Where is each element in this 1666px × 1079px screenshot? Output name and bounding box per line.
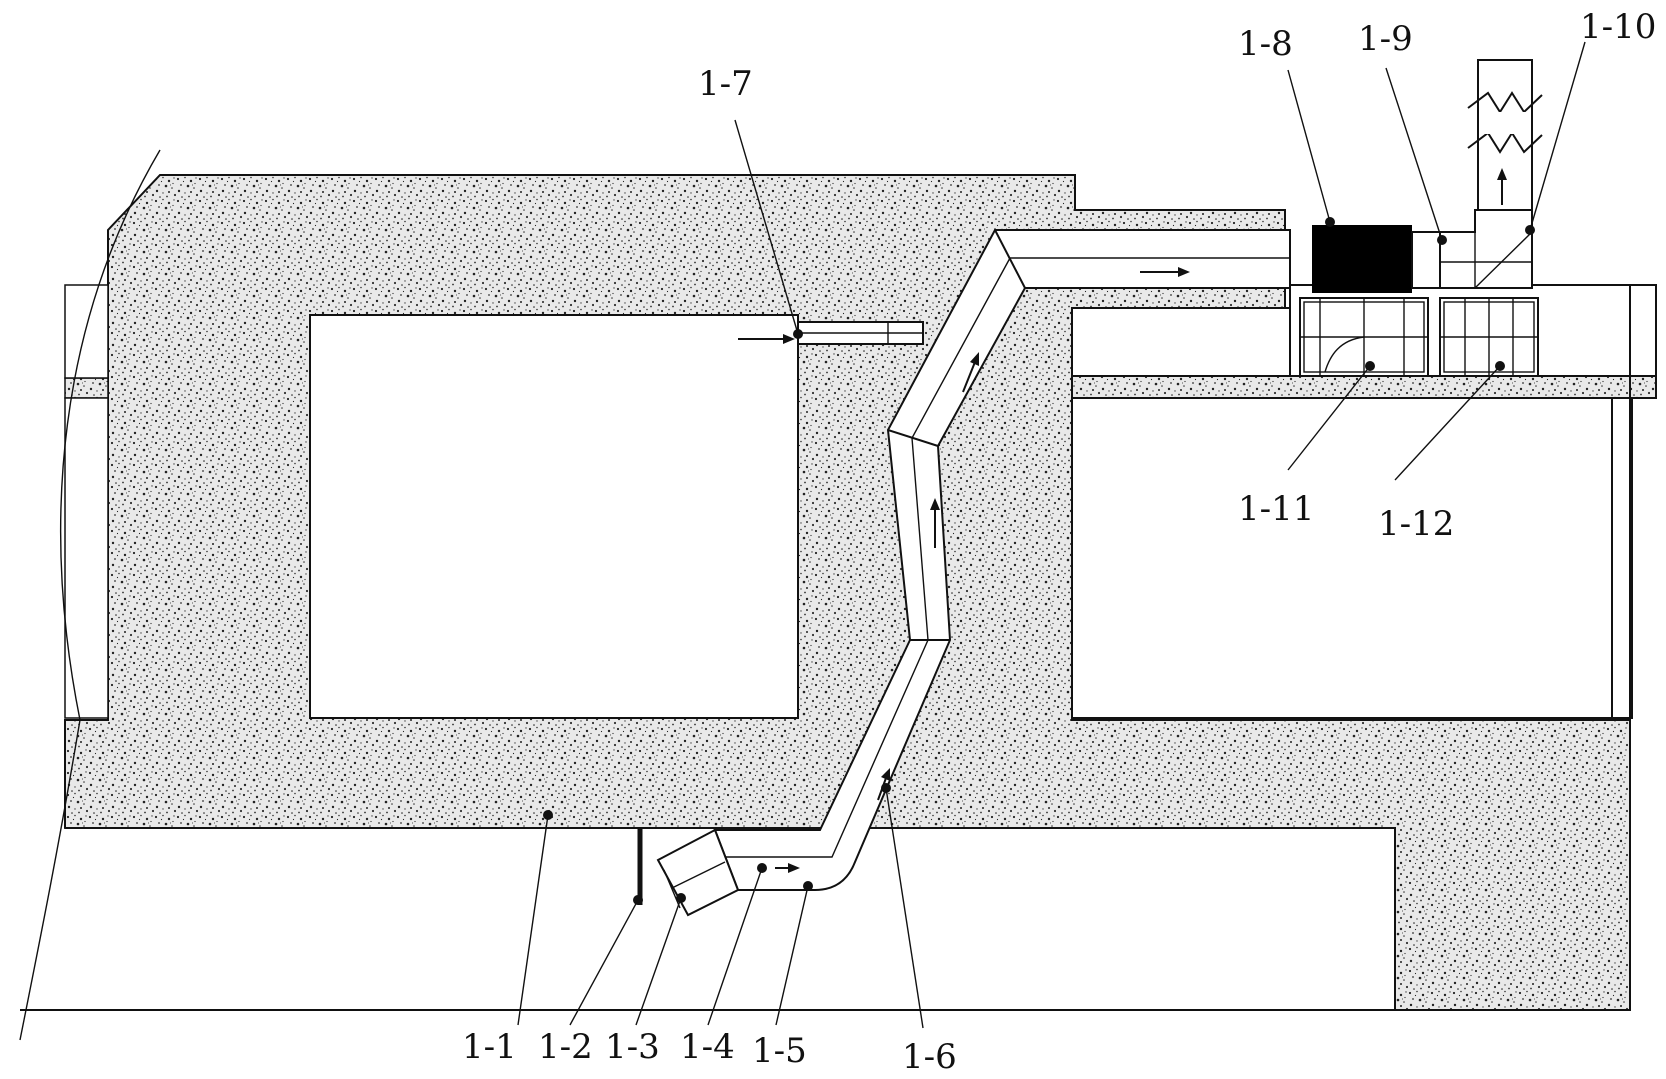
label-1-4: 1-4 [680,1027,735,1067]
lower-tunnel [20,827,1396,1011]
support-frame-2 [1439,297,1539,377]
leader-lines [517,41,1586,1029]
label-1-11: 1-11 [1238,489,1314,529]
flow-arrows [738,168,1507,873]
right-chamber [1071,397,1633,719]
label-1-8: 1-8 [1238,24,1293,64]
boundary-line [19,149,161,1041]
left-slab [64,284,109,719]
label-1-10: 1-10 [1580,7,1656,47]
label-1-2: 1-2 [538,1027,593,1067]
exhaust-stack [1411,59,1543,289]
label-1-12: 1-12 [1378,504,1454,544]
label-1-1: 1-1 [462,1027,517,1067]
label-1-3: 1-3 [605,1027,660,1067]
part-labels: 1-1 1-2 1-3 1-4 1-5 1-6 1-7 1-8 1-9 1-10… [462,7,1656,1077]
label-1-6: 1-6 [902,1037,957,1077]
ventilation-duct [656,229,1291,917]
left-chamber [309,314,799,719]
support-frame-1 [1299,297,1429,377]
label-1-5: 1-5 [752,1031,807,1071]
label-1-9: 1-9 [1358,19,1413,59]
label-1-7: 1-7 [698,64,753,104]
fan-unit [1312,225,1412,293]
leader-dots [543,217,1535,905]
bypass-pipe [797,321,924,345]
